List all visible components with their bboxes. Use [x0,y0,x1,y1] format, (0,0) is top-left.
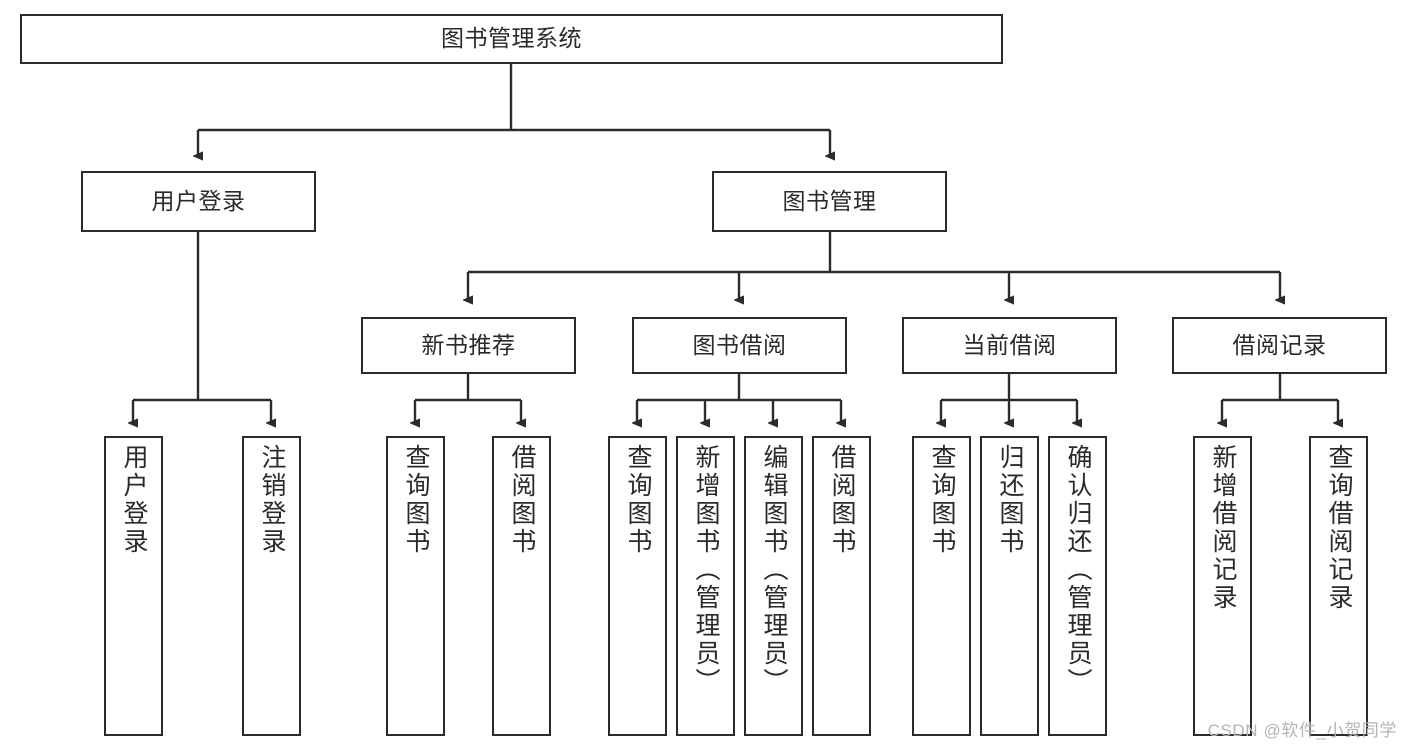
node-current-borrow[interactable]: 当前借阅 [902,317,1117,374]
node-leaf-confirm-return-label: 确认归还（管理员） [1064,444,1092,696]
node-leaf-return-book-label: 归还图书 [996,444,1024,556]
node-leaf-query-book-1-label: 查询图书 [402,444,430,556]
node-borrow-record[interactable]: 借阅记录 [1172,317,1387,374]
csdn-watermark: CSDN @软件_小贺同学 [1207,721,1397,740]
node-leaf-logout-label: 注销登录 [258,444,286,556]
node-leaf-query-book-1[interactable]: 查询图书 [386,436,445,736]
node-leaf-edit-book-label: 编辑图书（管理员） [760,444,788,696]
node-borrow-record-label: 借阅记录 [1232,331,1327,358]
node-new-book-recommend-label: 新书推荐 [421,331,516,358]
node-user-login-label: 用户登录 [151,187,246,214]
node-leaf-add-record[interactable]: 新增借阅记录 [1193,436,1252,736]
node-leaf-user-login[interactable]: 用户登录 [104,436,163,736]
node-leaf-query-record[interactable]: 查询借阅记录 [1309,436,1368,736]
node-book-manage-label: 图书管理 [782,187,877,214]
node-root[interactable]: 图书管理系统 [20,14,1003,64]
node-leaf-query-book-3[interactable]: 查询图书 [912,436,971,736]
node-leaf-add-book-label: 新增图书（管理员） [692,444,720,696]
node-user-login[interactable]: 用户登录 [81,171,316,232]
node-root-label: 图书管理系统 [441,25,582,52]
node-leaf-edit-book[interactable]: 编辑图书（管理员） [744,436,803,736]
node-leaf-borrow-book-1-label: 借阅图书 [508,444,536,556]
node-leaf-user-login-label: 用户登录 [120,444,148,556]
node-leaf-logout[interactable]: 注销登录 [242,436,301,736]
node-leaf-query-book-3-label: 查询图书 [928,444,956,556]
node-book-manage[interactable]: 图书管理 [712,171,947,232]
node-current-borrow-label: 当前借阅 [962,331,1057,358]
node-leaf-borrow-book-2[interactable]: 借阅图书 [812,436,871,736]
node-leaf-add-book[interactable]: 新增图书（管理员） [676,436,735,736]
node-book-borrow-label: 图书借阅 [692,331,787,358]
node-leaf-query-book-2[interactable]: 查询图书 [608,436,667,736]
node-leaf-borrow-book-1[interactable]: 借阅图书 [492,436,551,736]
node-leaf-return-book[interactable]: 归还图书 [980,436,1039,736]
node-leaf-query-record-label: 查询借阅记录 [1325,444,1353,612]
node-leaf-confirm-return[interactable]: 确认归还（管理员） [1048,436,1107,736]
node-leaf-add-record-label: 新增借阅记录 [1209,444,1237,612]
node-leaf-borrow-book-2-label: 借阅图书 [828,444,856,556]
node-book-borrow[interactable]: 图书借阅 [632,317,847,374]
node-leaf-query-book-2-label: 查询图书 [624,444,652,556]
node-new-book-recommend[interactable]: 新书推荐 [361,317,576,374]
